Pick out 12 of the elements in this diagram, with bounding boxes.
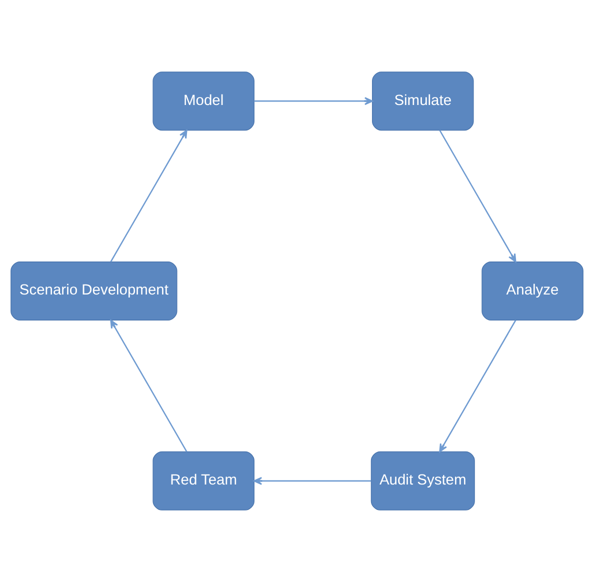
node-box: Scenario Development	[10, 262, 178, 320]
arrow	[254, 476, 372, 485]
arrow	[110, 130, 188, 262]
node-box: Red Team	[152, 451, 254, 510]
node-box: Simulate	[372, 72, 474, 131]
node-box: Audit System	[370, 451, 475, 510]
node-box: Model	[152, 72, 254, 131]
node-box: Analyze	[482, 262, 584, 320]
arrow	[439, 320, 516, 452]
arrow	[110, 320, 188, 452]
arrow	[439, 130, 516, 262]
arrow	[254, 97, 374, 106]
